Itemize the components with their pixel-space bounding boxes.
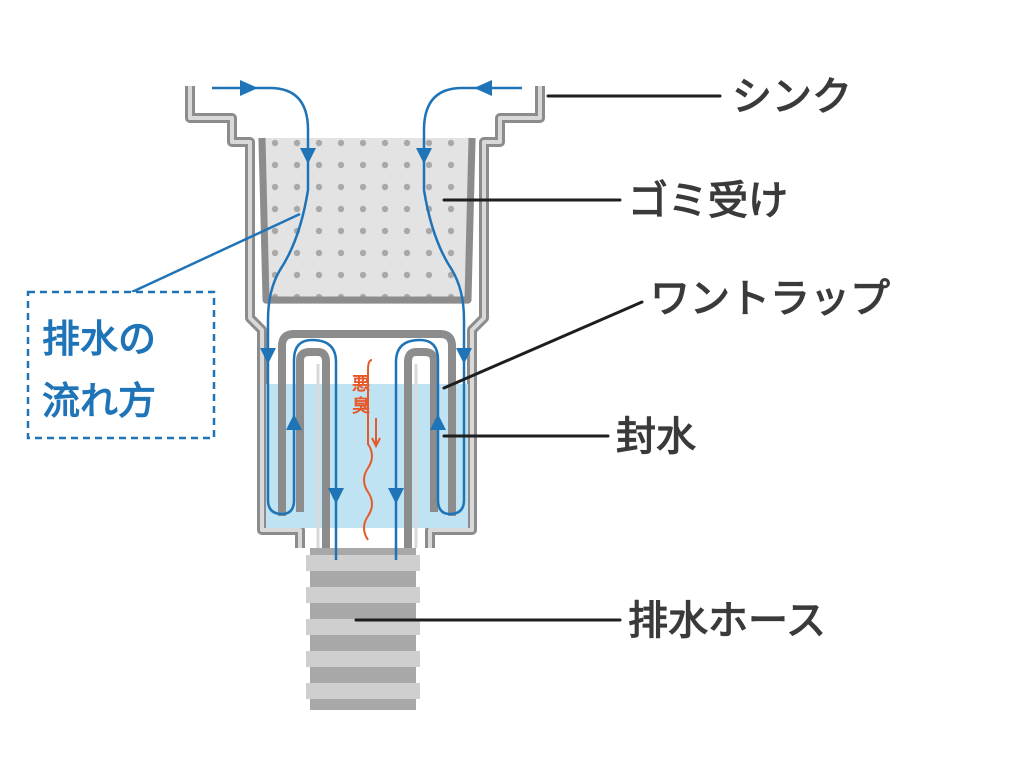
flow-label-box	[26, 290, 216, 440]
label-sink: シンク	[732, 74, 852, 120]
label-seal-water: 封水	[616, 414, 697, 460]
label-one-trap: ワントラップ	[650, 276, 890, 322]
odor-arrow	[363, 359, 381, 541]
odor-label-1: 悪	[352, 374, 370, 395]
leader-lines	[354, 94, 722, 622]
drain-hose	[306, 548, 420, 710]
sink-body	[185, 86, 545, 548]
flow-arrowheads	[240, 80, 492, 504]
label-strainer: ゴミ受け	[628, 178, 788, 224]
flow-label-line2: 流れ方	[42, 379, 156, 423]
strainer-basket	[258, 137, 476, 304]
inner-standpipe	[296, 348, 438, 548]
drain-flow-arrows	[212, 86, 522, 560]
label-drain-hose: 排水ホース	[628, 598, 826, 644]
flow-leader-line	[131, 212, 301, 294]
flow-label-line1: 排水の	[42, 317, 156, 361]
odor-label-2: 臭	[352, 395, 370, 417]
one-trap	[278, 330, 456, 516]
